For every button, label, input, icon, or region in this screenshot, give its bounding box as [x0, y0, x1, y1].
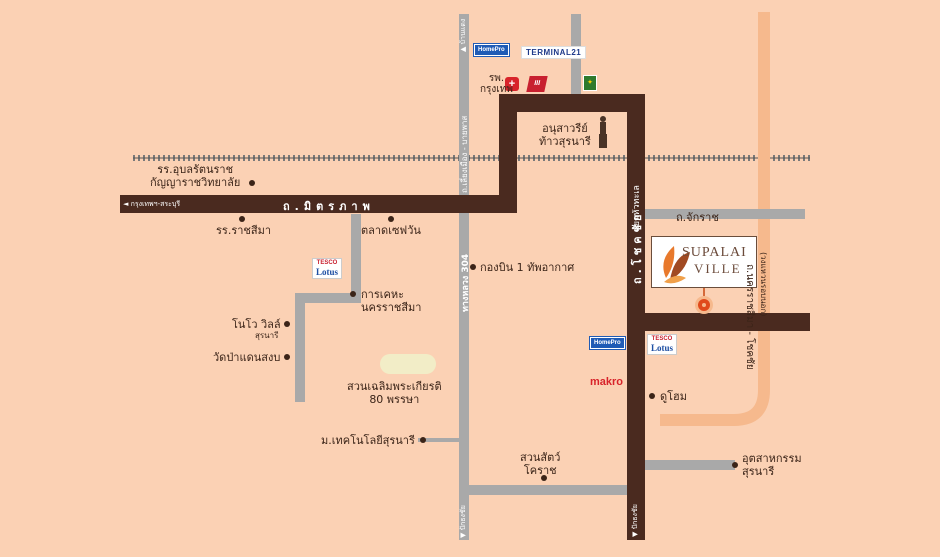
chokchai-junction-label: แยกหัวทะเล — [632, 185, 642, 232]
industrial-label: อุตสาหกรรม สุรนารี — [742, 452, 802, 478]
outer-ring-road — [660, 12, 770, 426]
novo-ville-sub-label: สุรนารี — [255, 331, 279, 340]
zoo-label: สวนสัตว์ โคราช — [520, 451, 561, 477]
chokchai-south-direction: ▼ ปักธงชัย — [631, 504, 639, 537]
monument-label: อนุสาวรีย์ ท้าวสุรนารี — [539, 122, 591, 148]
mittraphap-road-label: ถ.มิตรภาพ — [283, 200, 375, 213]
bypass-road-label: ถ.เลี่ยงเมือง - บายพาส — [460, 115, 469, 193]
minimart-logo: ✦ — [583, 75, 597, 91]
tesco-text: TESCO — [316, 260, 338, 266]
terminal21-logo: TERMINAL21 — [521, 46, 587, 59]
secondary-roads — [295, 14, 805, 540]
chakkarat-road-label: ถ.จักราช — [676, 211, 719, 224]
highway-304-north-direction: ▲ บ้านแดง — [459, 18, 467, 52]
tesco-lotus-logo-west: TESCO Lotus — [312, 258, 343, 279]
mittraphap-chokchai-road — [120, 94, 645, 540]
homepro-logo-south: HomePro — [590, 337, 625, 349]
highway-304-label: ทางหลวง 304 — [461, 253, 471, 312]
hospital-label: รพ. กรุงเทพ — [480, 73, 513, 95]
wat-label: วัดป่าแดนสงบ — [213, 351, 281, 364]
monument-icon — [599, 116, 607, 148]
hospital-icon: + — [505, 77, 519, 91]
makro-logo: makro — [590, 376, 624, 388]
homepro-logo-north: HomePro — [474, 44, 509, 56]
lotus-text: Lotus — [651, 343, 674, 353]
supalai-name: SUPALAI — [682, 245, 747, 260]
project-location-marker — [695, 287, 713, 314]
housing-authority-label: การเคหะ นครราชสีมา — [361, 288, 422, 314]
park-label: สวนเฉลิมพระเกียรติ 80 พรรษา — [347, 380, 442, 406]
department-store-logo: III — [526, 76, 548, 92]
outer-ring-sub-label: (วงแหวนรอบนอก) — [759, 252, 768, 317]
school-ubon-label: รร.อุบลรัตนราช กัญญาราชวิทยาลัย — [150, 163, 241, 189]
supalai-ville-logo: SUPALAI VILLE — [651, 236, 757, 288]
dohome-label: ดูโฮม — [660, 390, 688, 403]
novo-ville-label: โนโว วิลล์ — [232, 318, 281, 331]
highway-304-south-direction: ▼ ปักธงชัย — [459, 505, 467, 538]
university-label: ม.เทคโนโลยีสุรนารี — [321, 434, 415, 447]
park-area — [380, 354, 436, 374]
tesco-lotus-logo-east: TESCO Lotus — [647, 334, 678, 355]
lotus-text: Lotus — [316, 267, 339, 277]
market-label: ตลาดเซฟวัน — [361, 224, 421, 237]
outer-ring-road-label: ถ.นครราชสีมา - โชคชัย — [744, 264, 755, 370]
school-ratsima-label: รร.ราชสีมา — [216, 224, 272, 237]
mittraphap-direction-label: ◄ กรุงเทพฯ-สระบุรี — [123, 200, 181, 208]
tesco-text: TESCO — [651, 336, 673, 342]
place-markers — [239, 180, 738, 481]
air-wing-label: กองบิน 1 ทัพอากาศ — [480, 261, 575, 274]
ville-name: VILLE — [694, 261, 742, 276]
main-roads — [120, 94, 810, 540]
leaf-icon — [663, 246, 690, 284]
